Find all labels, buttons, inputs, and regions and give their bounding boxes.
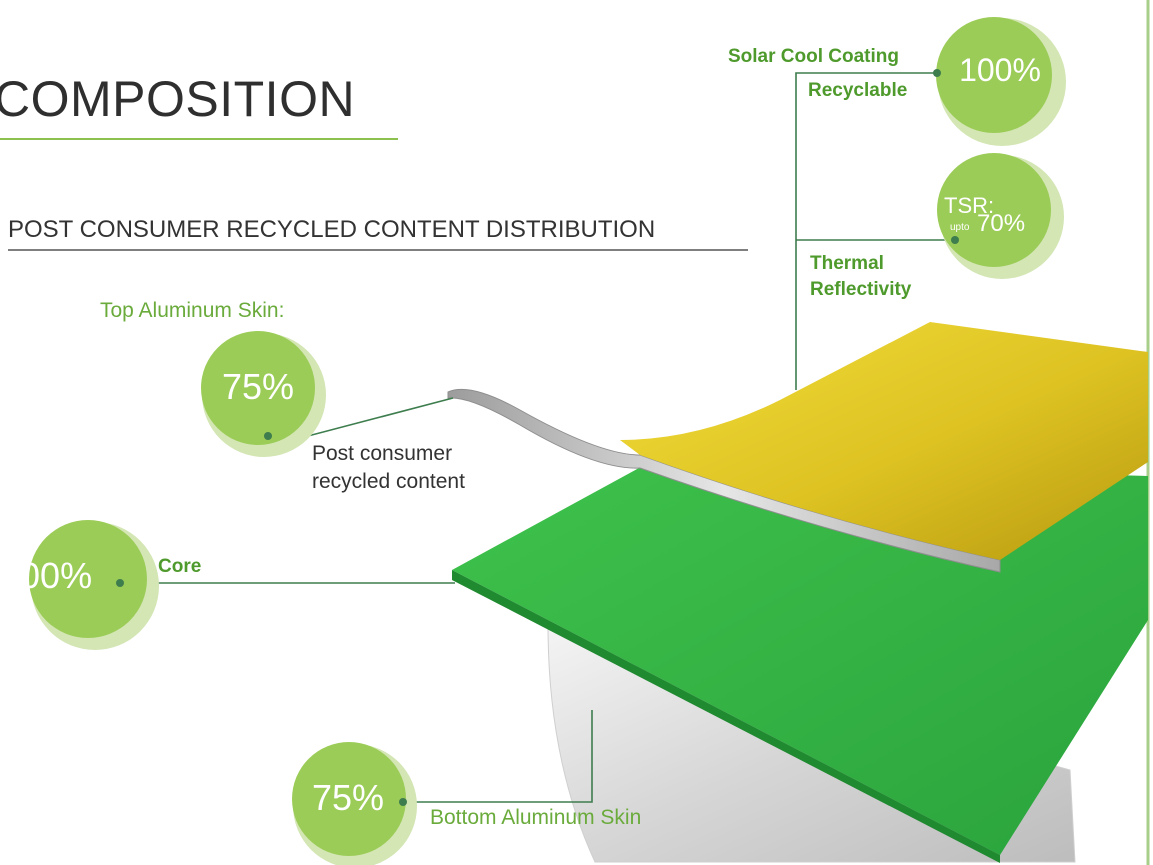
coating-layer bbox=[620, 322, 1148, 560]
coating-value: 100% bbox=[959, 52, 1041, 88]
tsr-value: 70% bbox=[977, 210, 1026, 237]
coating-label-line2: Recyclable bbox=[808, 80, 908, 101]
page-title: COMPOSITION bbox=[0, 71, 356, 127]
coating-connector bbox=[795, 72, 937, 390]
bottom-skin-connector bbox=[403, 710, 593, 803]
tsr-prefix: TSR: bbox=[944, 193, 995, 218]
top-skin-desc-line1: Post consumer bbox=[312, 442, 453, 465]
circle-tsr bbox=[937, 153, 1064, 279]
circle-top-skin bbox=[201, 331, 326, 457]
tsr-label-line2: Reflectivity bbox=[810, 279, 912, 300]
top-skin-label: Top Aluminum Skin: bbox=[100, 299, 285, 322]
section-subtitle: POST CONSUMER RECYCLED CONTENT DISTRIBUT… bbox=[8, 216, 656, 243]
core-layer-edge bbox=[452, 570, 1000, 863]
connector-dots bbox=[116, 69, 959, 806]
coating-label-line1: Solar Cool Coating bbox=[728, 46, 899, 67]
tsr-label-line1: Thermal bbox=[810, 253, 884, 274]
core-value: 100% bbox=[0, 555, 93, 596]
top-aluminum-curl bbox=[447, 388, 1001, 573]
circle-bottom-skin bbox=[292, 742, 417, 865]
top-skin-value: 75% bbox=[221, 366, 295, 407]
tsr-upto: upto bbox=[950, 222, 970, 233]
top-skin-desc-line2: recycled content bbox=[312, 470, 465, 493]
circle-core bbox=[29, 520, 159, 650]
core-label: Core bbox=[158, 556, 202, 577]
bottom-skin-label: Bottom Aluminum Skin bbox=[430, 806, 642, 829]
bottom-skin-value: 75% bbox=[311, 777, 385, 818]
circle-coating bbox=[936, 17, 1066, 146]
